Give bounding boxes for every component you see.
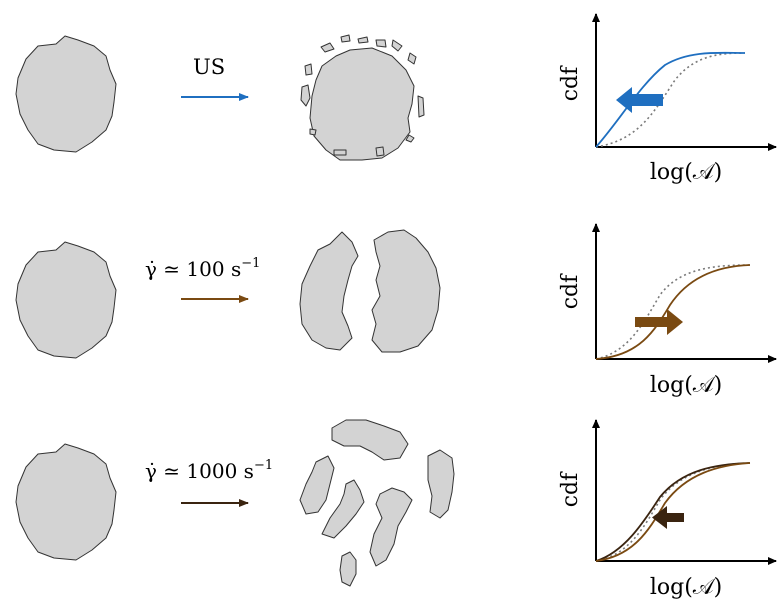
condition-label: γ̇ ≃ 1000 s−1 xyxy=(145,458,273,483)
split-particles xyxy=(299,229,441,353)
shift-left-arrow xyxy=(616,87,663,113)
cdf-plot-1: cdf log(𝒜) xyxy=(558,13,777,185)
condition-label: US xyxy=(193,55,225,79)
x-axis-label: log(𝒜) xyxy=(650,160,722,185)
row-1: US cdf log(𝒜) xyxy=(15,13,777,185)
eroded-particle xyxy=(300,34,425,161)
y-axis-label: cdf xyxy=(558,273,583,309)
condition-label: γ̇ ≃ 100 s−1 xyxy=(145,256,260,281)
initial-particle xyxy=(15,443,117,561)
y-axis-label: cdf xyxy=(558,471,583,507)
cdf-plot-3: cdf log(𝒜) xyxy=(558,419,777,600)
cdf-plot-2: cdf log(𝒜) xyxy=(558,223,777,398)
initial-particle xyxy=(15,35,117,153)
x-axis-label: log(𝒜) xyxy=(650,373,722,398)
x-axis-label: log(𝒜) xyxy=(650,575,722,600)
shift-left-arrow xyxy=(652,506,684,529)
row-2: γ̇ ≃ 100 s−1 cdf log(𝒜) xyxy=(15,223,777,398)
row-3: γ̇ ≃ 1000 s−1 cdf log(𝒜) xyxy=(15,419,777,600)
y-axis-label: cdf xyxy=(558,65,583,101)
shift-right-arrow xyxy=(635,309,683,335)
initial-particle xyxy=(15,241,117,359)
fragments xyxy=(299,419,455,587)
